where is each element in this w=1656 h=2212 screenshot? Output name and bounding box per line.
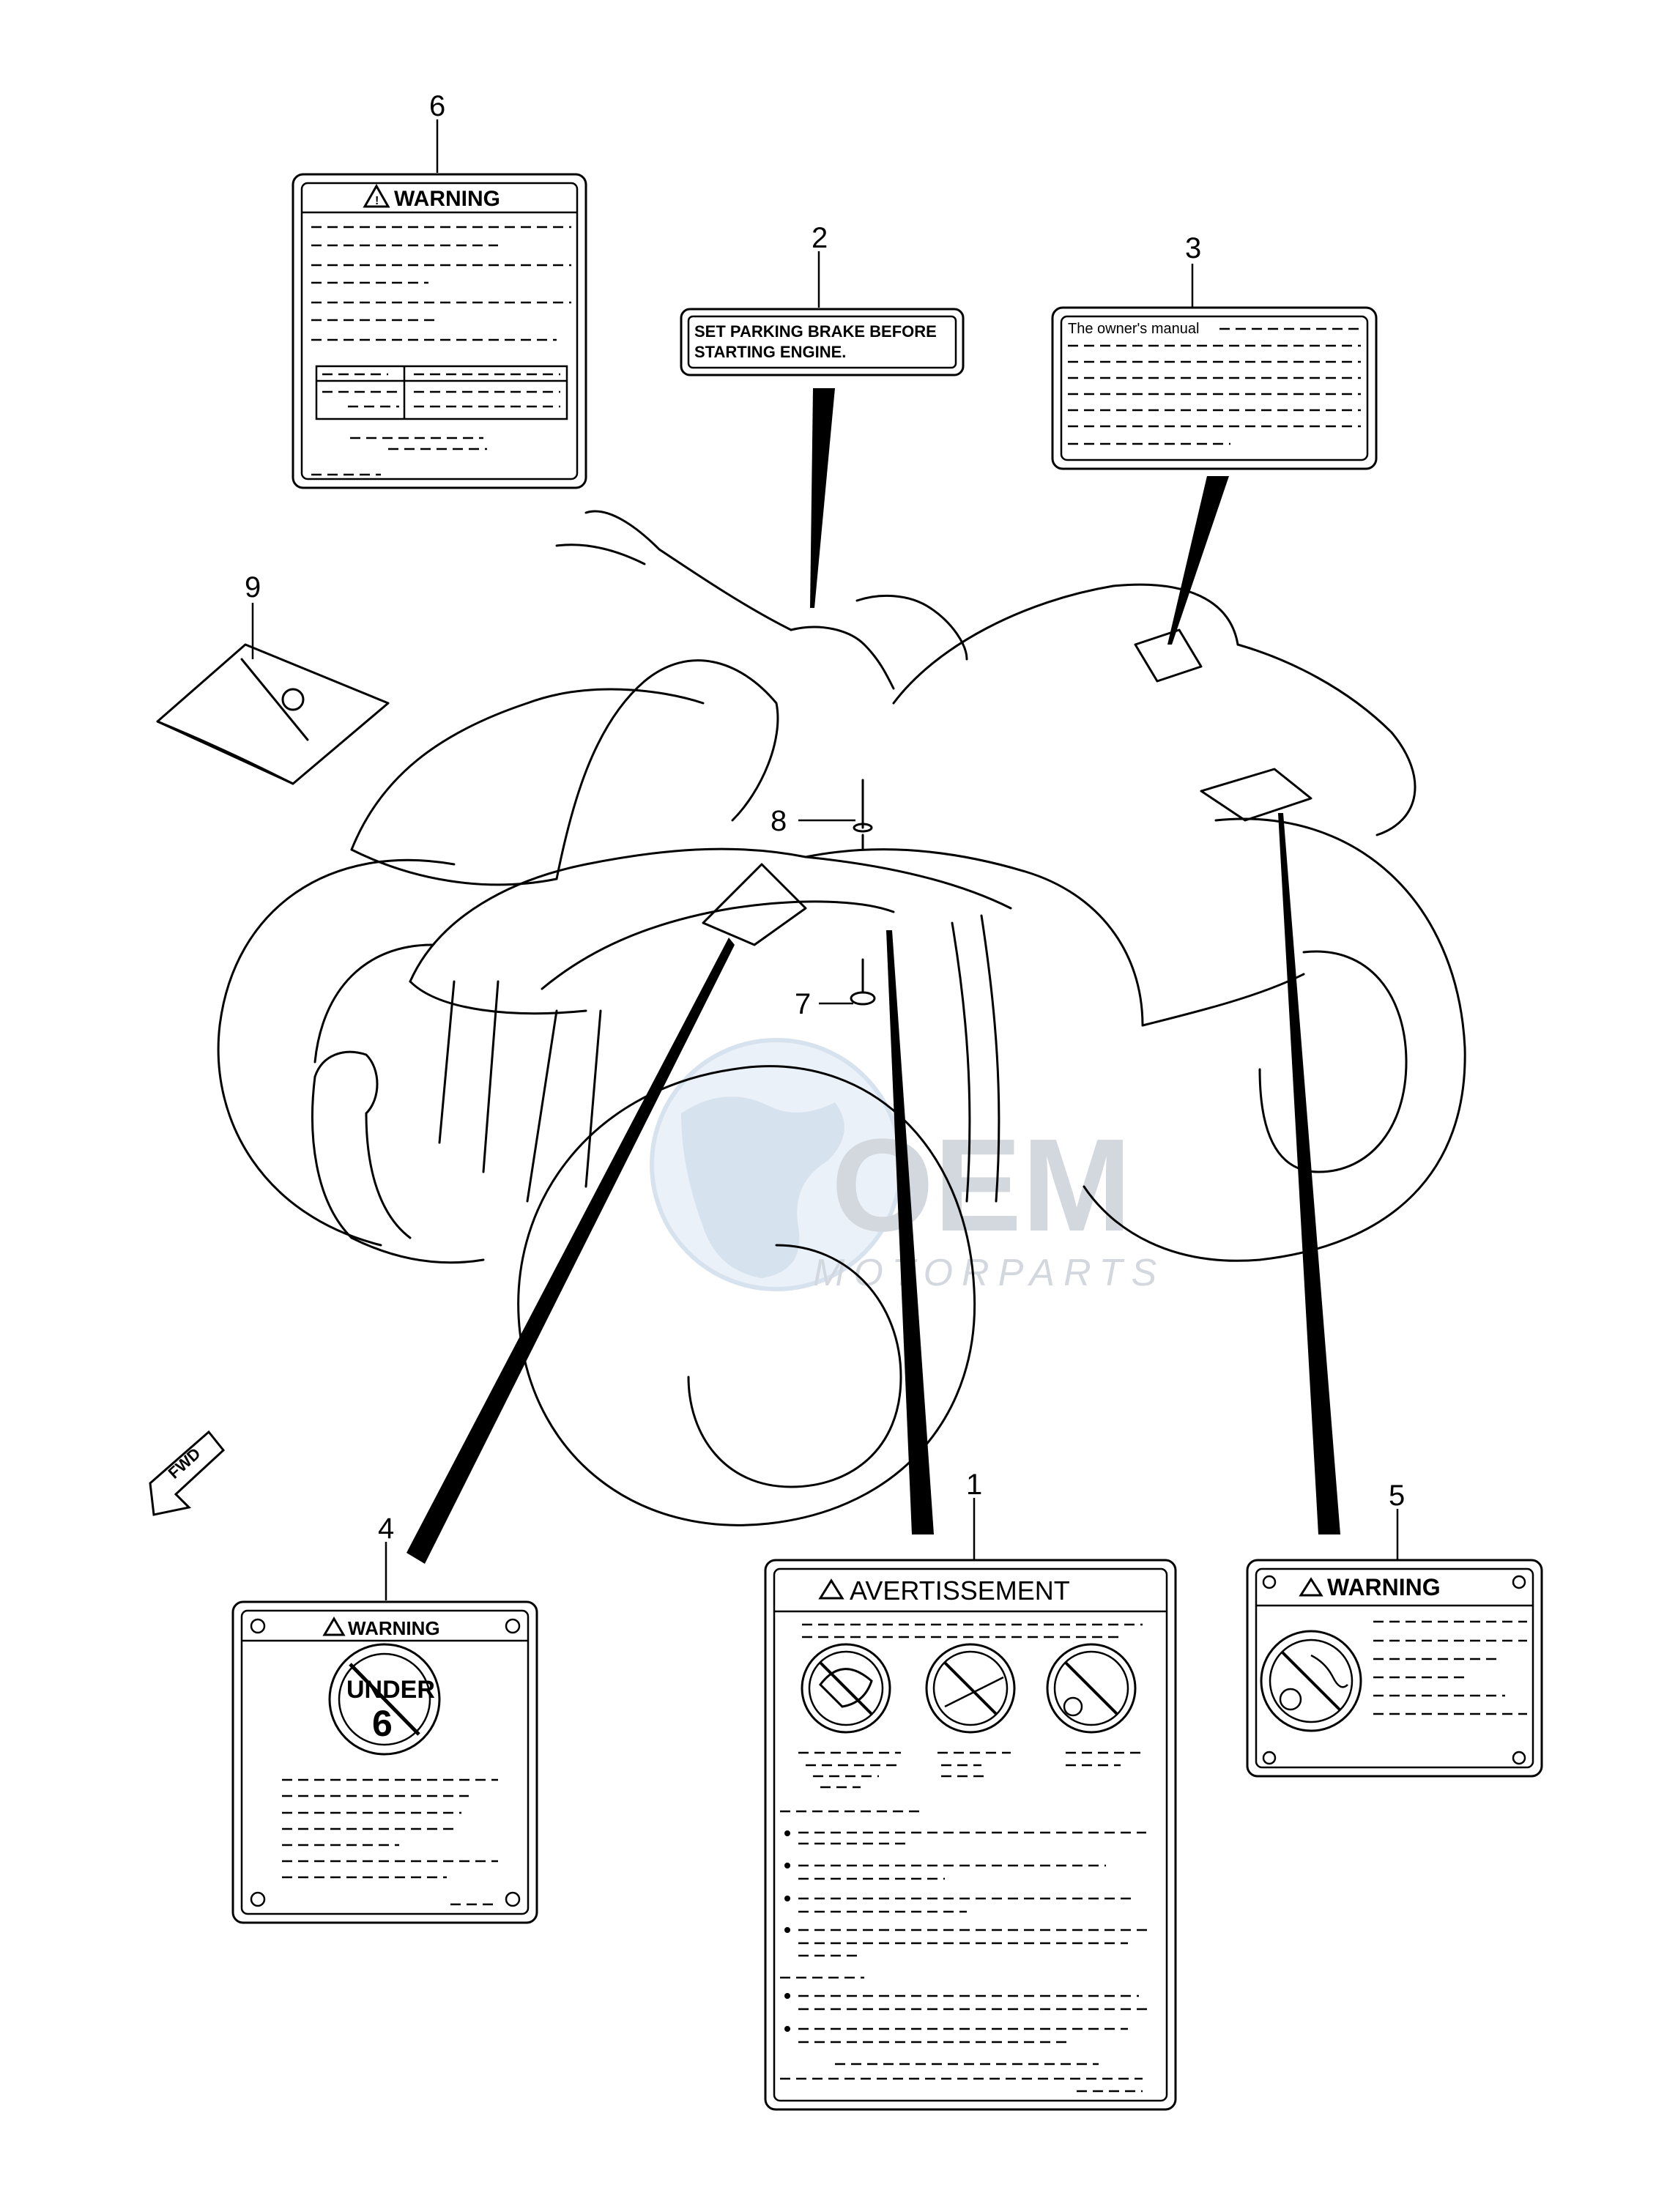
label-4-title: WARNING — [348, 1617, 440, 1639]
callout-4: 4 — [378, 1513, 394, 1545]
label-1-title: AVERTISSEMENT — [850, 1576, 1070, 1606]
label-4: WARNING UNDER 6 — [231, 1600, 538, 1924]
callout-6: 6 — [429, 90, 445, 122]
callout-2: 2 — [812, 222, 828, 254]
atv-drawing — [156, 510, 1466, 1526]
label-3: The owner's manual — [1051, 306, 1378, 470]
callout-7: 7 — [795, 988, 811, 1020]
watermark-brand: OEM — [831, 1112, 1132, 1259]
label-1-icon-road — [1046, 1643, 1137, 1734]
label-5-icon — [1260, 1630, 1362, 1732]
label-3-text: The owner's manual — [1068, 321, 1199, 337]
leader-lines — [251, 119, 1399, 1600]
label-4-under: UNDER — [346, 1676, 435, 1704]
label-5-title: WARNING — [1327, 1574, 1441, 1600]
callout-9: 9 — [245, 571, 261, 604]
callout-8: 8 — [771, 805, 787, 837]
label-1-icon-passenger — [925, 1643, 1016, 1734]
fwd-arrow-icon: FWD — [149, 1430, 226, 1516]
svg-text:!: ! — [375, 195, 379, 207]
label-1-icon-helmet — [801, 1643, 891, 1734]
watermark-sub: MOTORPARTS — [813, 1252, 1165, 1294]
label-1: AVERTISSEMENT — [764, 1559, 1177, 2111]
label-6-title: WARNING — [394, 187, 500, 211]
label-2-line2: STARTING ENGINE. — [694, 343, 846, 361]
callout-1: 1 — [966, 1469, 982, 1501]
callout-3: 3 — [1185, 232, 1201, 264]
washer-part — [850, 958, 876, 1006]
label-4-age: 6 — [372, 1703, 393, 1744]
watermark: OEM MOTORPARTS — [650, 1038, 1165, 1294]
rivet-part — [853, 779, 873, 851]
fwd-arrow-label: FWD — [165, 1444, 204, 1482]
label-6: ! WARNING — [292, 173, 587, 489]
callout-5: 5 — [1389, 1480, 1405, 1512]
label-5: WARNING — [1246, 1559, 1543, 1778]
label-2-line1: SET PARKING BRAKE BEFORE — [694, 322, 937, 341]
label-2: SET PARKING BRAKE BEFORE STARTING ENGINE… — [680, 308, 965, 376]
